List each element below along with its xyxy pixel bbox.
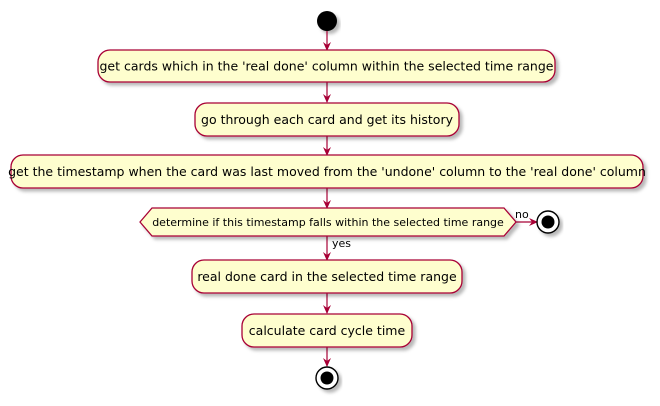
action-go-through-cards: go through each card and get its history (194, 102, 460, 137)
action-get-timestamp: get the timestamp when the card was last… (8, 154, 646, 189)
action-get-cards-label: get cards which in the 'real done' colum… (100, 59, 554, 74)
end-node-final (315, 366, 339, 390)
decision-no-label: no (515, 208, 529, 221)
action-go-through-cards-label: go through each card and get its history (201, 112, 454, 127)
start-node (317, 11, 337, 31)
action-get-cards: get cards which in the 'real done' colum… (97, 49, 556, 83)
action-real-done-card-label: real done card in the selected time rang… (197, 269, 457, 284)
decision-yes-label: yes (332, 237, 351, 250)
action-real-done-card: real done card in the selected time rang… (191, 259, 463, 294)
action-get-timestamp-label: get the timestamp when the card was last… (8, 164, 646, 179)
decision-timestamp-in-range: determine if this timestamp falls within… (139, 207, 517, 237)
end-node-no-branch (536, 210, 560, 234)
action-calculate-cycle-time: calculate card cycle time (241, 313, 413, 348)
decision-question-label: determine if this timestamp falls within… (152, 216, 504, 229)
action-calculate-cycle-time-label: calculate card cycle time (249, 323, 406, 338)
